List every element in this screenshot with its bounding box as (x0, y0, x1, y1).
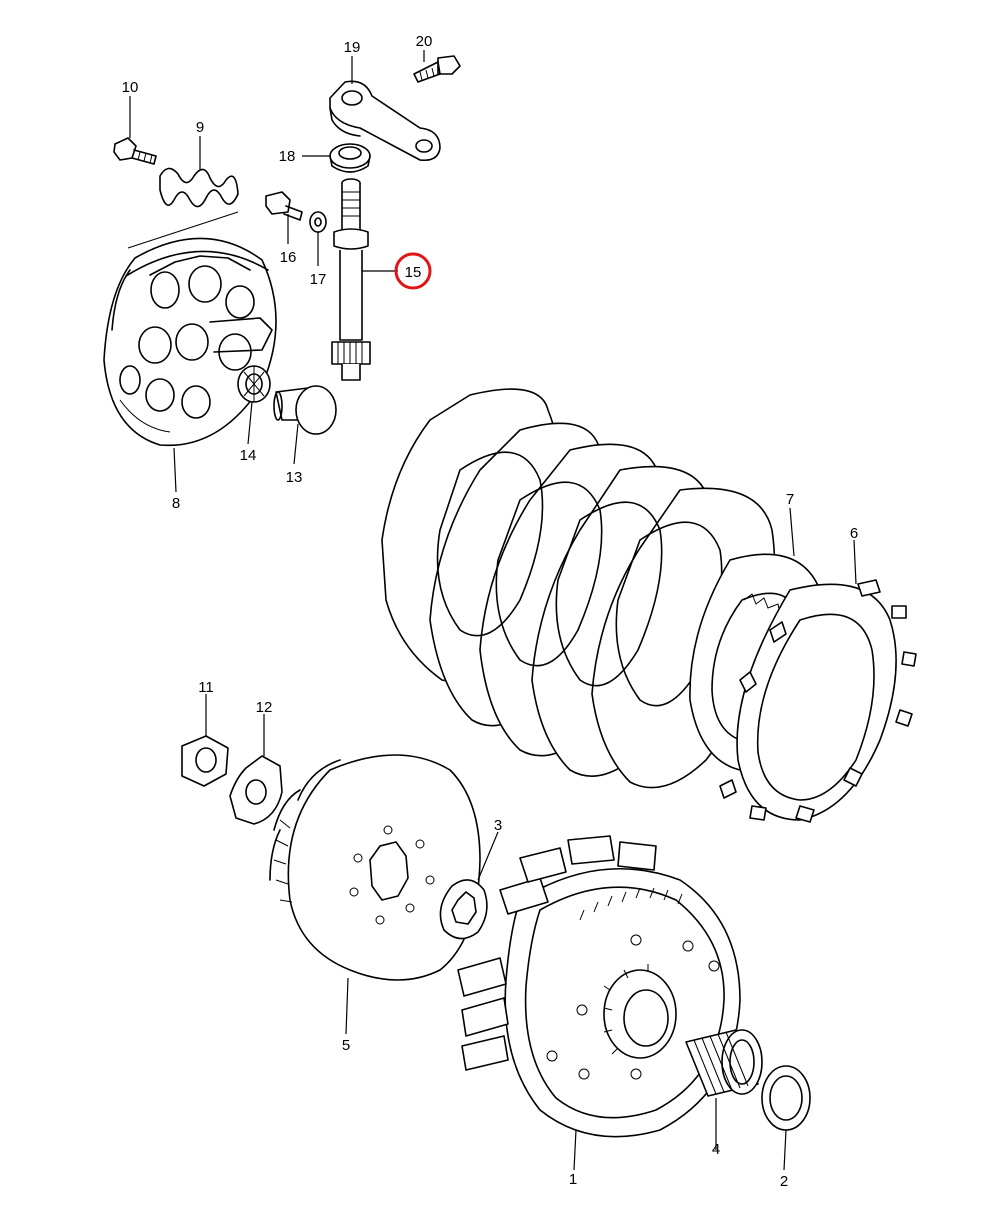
push-piece-part[interactable] (273, 385, 337, 435)
release-bearing-part[interactable] (237, 365, 271, 403)
screw-part[interactable] (265, 191, 303, 221)
callout-17[interactable]: 17 (310, 271, 327, 288)
callout-2[interactable]: 2 (780, 1173, 788, 1190)
sleeve-hub-part[interactable] (269, 754, 481, 981)
highlight-circle (394, 252, 432, 290)
callout-11[interactable]: 11 (198, 679, 214, 696)
pressure-plate-bolt-part[interactable] (113, 137, 157, 165)
callout-6[interactable]: 6 (850, 525, 858, 542)
callout-1[interactable]: 1 (569, 1171, 577, 1188)
thrust-washer-part[interactable] (439, 879, 488, 940)
callout-3[interactable]: 3 (494, 817, 502, 834)
callout-13[interactable]: 13 (286, 469, 303, 486)
callout-16[interactable]: 16 (280, 249, 297, 266)
callout-15[interactable]: 15 (405, 264, 422, 281)
callout-5[interactable]: 5 (342, 1037, 350, 1054)
clutch-sleeve-hub-nut-part[interactable] (181, 735, 229, 787)
callout-20[interactable]: 20 (416, 33, 433, 50)
callout-14[interactable]: 14 (240, 447, 257, 464)
pressure-plate-part[interactable] (103, 237, 277, 447)
lock-washer-part[interactable] (229, 755, 283, 825)
callout-19[interactable]: 19 (344, 39, 361, 56)
callout-7[interactable]: 7 (786, 491, 794, 508)
callout-8[interactable]: 8 (172, 495, 180, 512)
spacer-washer-part[interactable] (761, 1065, 811, 1131)
callout-18[interactable]: 18 (279, 148, 296, 165)
needle-bearing-part[interactable] (685, 1029, 763, 1097)
callout-9[interactable]: 9 (196, 119, 204, 136)
clutch-spring-part[interactable] (127, 167, 239, 249)
callout-labels: 1 2 3 4 5 6 7 8 9 10 11 12 13 14 15 16 1… (122, 33, 859, 1190)
callout-4[interactable]: 4 (712, 1141, 720, 1158)
washer-part[interactable] (309, 211, 327, 233)
callout-10[interactable]: 10 (122, 79, 139, 96)
release-arm-bolt-part[interactable] (413, 55, 461, 83)
clutch-housing-part[interactable] (457, 835, 741, 1138)
callout-12[interactable]: 12 (256, 699, 273, 716)
friction-plate-part[interactable] (719, 579, 917, 823)
oil-seal-part[interactable] (329, 143, 371, 173)
release-camshaft-part[interactable] (331, 178, 371, 381)
release-arm-part[interactable] (329, 80, 441, 162)
leader-lines (129, 50, 857, 1171)
